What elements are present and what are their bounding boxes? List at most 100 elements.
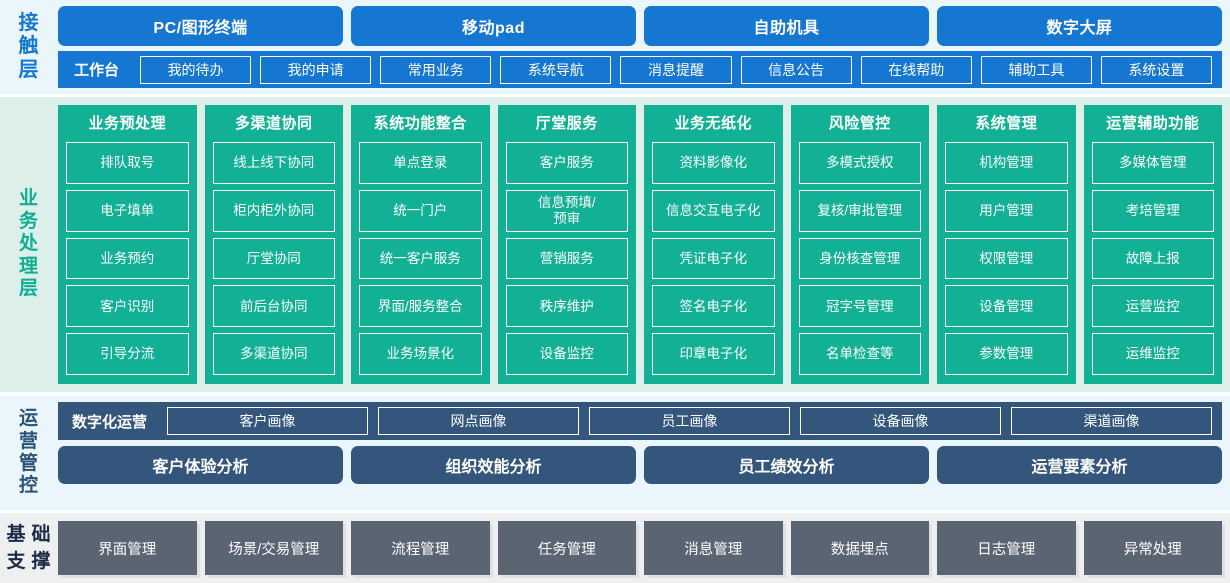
business-item[interactable]: 信息交互电子化 <box>652 189 775 232</box>
business-item[interactable]: 运营监控 <box>1091 285 1214 328</box>
business-item[interactable]: 机构管理 <box>945 142 1068 184</box>
business-item[interactable]: 用户管理 <box>945 189 1068 232</box>
channel-chip[interactable]: 移动pad <box>351 6 636 46</box>
layer-label-char: 撑 <box>31 550 52 572</box>
base-support-item[interactable]: 流程管理 <box>351 521 490 575</box>
business-item[interactable]: 单点登录 <box>359 142 482 184</box>
layer-label-char: 控 <box>18 475 39 497</box>
workbench-item[interactable]: 在线帮助 <box>860 55 972 84</box>
layer-base-support-body: 界面管理场景/交易管理流程管理任务管理消息管理数据埋点日志管理异常处理 <box>58 521 1222 575</box>
analysis-item[interactable]: 客户体验分析 <box>58 446 343 484</box>
business-item[interactable]: 身份核查管理 <box>798 237 921 280</box>
business-item[interactable]: 权限管理 <box>945 237 1068 280</box>
business-item[interactable]: 秩序维护 <box>505 285 628 328</box>
business-item[interactable]: 设备管理 <box>945 285 1068 328</box>
base-support-item[interactable]: 消息管理 <box>644 521 783 575</box>
business-item[interactable]: 排队取号 <box>66 142 189 184</box>
base-support-item[interactable]: 日志管理 <box>937 521 1076 575</box>
business-item-list: 单点登录统一门户统一客户服务界面/服务整合业务场景化 <box>359 142 482 375</box>
layer-label-char: 层 <box>18 58 40 81</box>
business-item[interactable]: 业务场景化 <box>359 333 482 375</box>
business-item[interactable]: 柜内柜外协同 <box>212 189 335 232</box>
portrait-item[interactable]: 员工画像 <box>589 407 791 435</box>
layer-label-char: 管 <box>18 453 39 474</box>
business-item[interactable]: 印章电子化 <box>652 333 775 375</box>
business-item[interactable]: 界面/服务整合 <box>359 285 482 328</box>
business-item[interactable]: 业务预约 <box>66 237 189 280</box>
business-column: 业务预处理排队取号电子填单业务预约客户识别引导分流 <box>58 105 197 384</box>
business-column-title: 多渠道协同 <box>234 115 313 132</box>
business-item[interactable]: 签名电子化 <box>652 285 775 328</box>
channel-chip[interactable]: 自助机具 <box>644 6 929 46</box>
business-item[interactable]: 凭证电子化 <box>652 237 775 280</box>
base-support-item[interactable]: 任务管理 <box>497 521 636 575</box>
base-support-item[interactable]: 界面管理 <box>58 521 197 575</box>
business-item[interactable]: 统一门户 <box>359 189 482 232</box>
channel-chip[interactable]: PC/图形终端 <box>58 6 343 46</box>
business-item[interactable]: 引导分流 <box>66 333 189 375</box>
business-item[interactable]: 设备监控 <box>505 333 628 375</box>
business-item-list: 多媒体管理考培管理故障上报运营监控运维监控 <box>1091 142 1214 375</box>
workbench-item[interactable]: 系统导航 <box>500 55 612 84</box>
layer-business-label: 业务处理层 <box>0 105 58 384</box>
business-item[interactable]: 多渠道协同 <box>212 333 335 375</box>
business-item[interactable]: 多模式授权 <box>798 142 921 184</box>
layer-label-char: 运 <box>18 408 39 430</box>
layer-base-support: 基础支撑 界面管理场景/交易管理流程管理任务管理消息管理数据埋点日志管理异常处理 <box>0 513 1230 583</box>
business-column-title: 系统功能整合 <box>373 115 467 132</box>
business-item[interactable]: 信息预填/ 预审 <box>505 189 628 232</box>
business-item[interactable]: 客户识别 <box>66 285 189 328</box>
business-column-title: 风险管控 <box>828 115 891 132</box>
business-item[interactable]: 前后台协同 <box>212 285 335 328</box>
channel-chip[interactable]: 数字大屏 <box>937 6 1222 46</box>
business-item[interactable]: 考培管理 <box>1091 189 1214 232</box>
base-support-row: 界面管理场景/交易管理流程管理任务管理消息管理数据埋点日志管理异常处理 <box>58 521 1222 575</box>
portrait-item[interactable]: 渠道画像 <box>1011 407 1213 435</box>
analysis-item[interactable]: 员工绩效分析 <box>644 446 929 484</box>
business-item[interactable]: 营销服务 <box>505 237 628 280</box>
workbench-item[interactable]: 常用业务 <box>380 55 492 84</box>
workbench-item[interactable]: 我的申请 <box>260 55 372 84</box>
layer-label-char: 理 <box>18 255 39 277</box>
workbench-item[interactable]: 消息提醒 <box>620 55 732 84</box>
business-item[interactable]: 参数管理 <box>945 333 1068 375</box>
business-item-list: 资料影像化信息交互电子化凭证电子化签名电子化印章电子化 <box>652 142 775 375</box>
workbench-item[interactable]: 信息公告 <box>740 55 852 84</box>
layer-label-char: 接 <box>18 11 40 34</box>
business-item[interactable]: 复核/审批管理 <box>798 189 921 232</box>
portrait-item[interactable]: 网点画像 <box>378 407 580 435</box>
business-item-list: 线上线下协同柜内柜外协同厅堂协同前后台协同多渠道协同 <box>212 142 335 375</box>
business-item[interactable]: 线上线下协同 <box>212 142 335 184</box>
business-item[interactable]: 资料影像化 <box>652 142 775 184</box>
business-item[interactable]: 多媒体管理 <box>1091 142 1214 184</box>
business-item[interactable]: 名单检查等 <box>798 333 921 375</box>
analysis-item[interactable]: 运营要素分析 <box>937 446 1222 484</box>
business-column: 厅堂服务客户服务信息预填/ 预审营销服务秩序维护设备监控 <box>497 105 636 384</box>
workbench-bar: 工作台 我的待办我的申请常用业务系统导航消息提醒信息公告在线帮助辅助工具系统设置 <box>58 51 1222 88</box>
layer-label-char: 支 <box>6 550 27 572</box>
portrait-item[interactable]: 设备画像 <box>800 407 1002 435</box>
layer-business: 业务处理层 业务预处理排队取号电子填单业务预约客户识别引导分流多渠道协同线上线下… <box>0 97 1230 392</box>
workbench-item[interactable]: 我的待办 <box>140 55 252 84</box>
business-item[interactable]: 冠字号管理 <box>798 285 921 328</box>
workbench-item[interactable]: 辅助工具 <box>980 55 1092 84</box>
base-support-item[interactable]: 数据埋点 <box>790 521 929 575</box>
base-support-item[interactable]: 异常处理 <box>1083 521 1222 575</box>
workbench-item[interactable]: 系统设置 <box>1100 55 1212 84</box>
business-item[interactable]: 厅堂协同 <box>212 237 335 280</box>
portrait-item[interactable]: 客户画像 <box>167 407 369 435</box>
business-column: 系统功能整合单点登录统一门户统一客户服务界面/服务整合业务场景化 <box>351 105 490 384</box>
business-item[interactable]: 故障上报 <box>1091 237 1214 280</box>
layer-contact-label: 接触层 <box>0 6 58 88</box>
business-item[interactable]: 运维监控 <box>1091 333 1214 375</box>
business-item[interactable]: 统一客户服务 <box>359 237 482 280</box>
business-item-list: 客户服务信息预填/ 预审营销服务秩序维护设备监控 <box>505 142 628 375</box>
business-item[interactable]: 电子填单 <box>66 189 189 232</box>
business-column-title: 厅堂服务 <box>535 115 598 132</box>
base-support-item[interactable]: 场景/交易管理 <box>204 521 343 575</box>
analysis-item[interactable]: 组织效能分析 <box>351 446 636 484</box>
business-item[interactable]: 客户服务 <box>505 142 628 184</box>
